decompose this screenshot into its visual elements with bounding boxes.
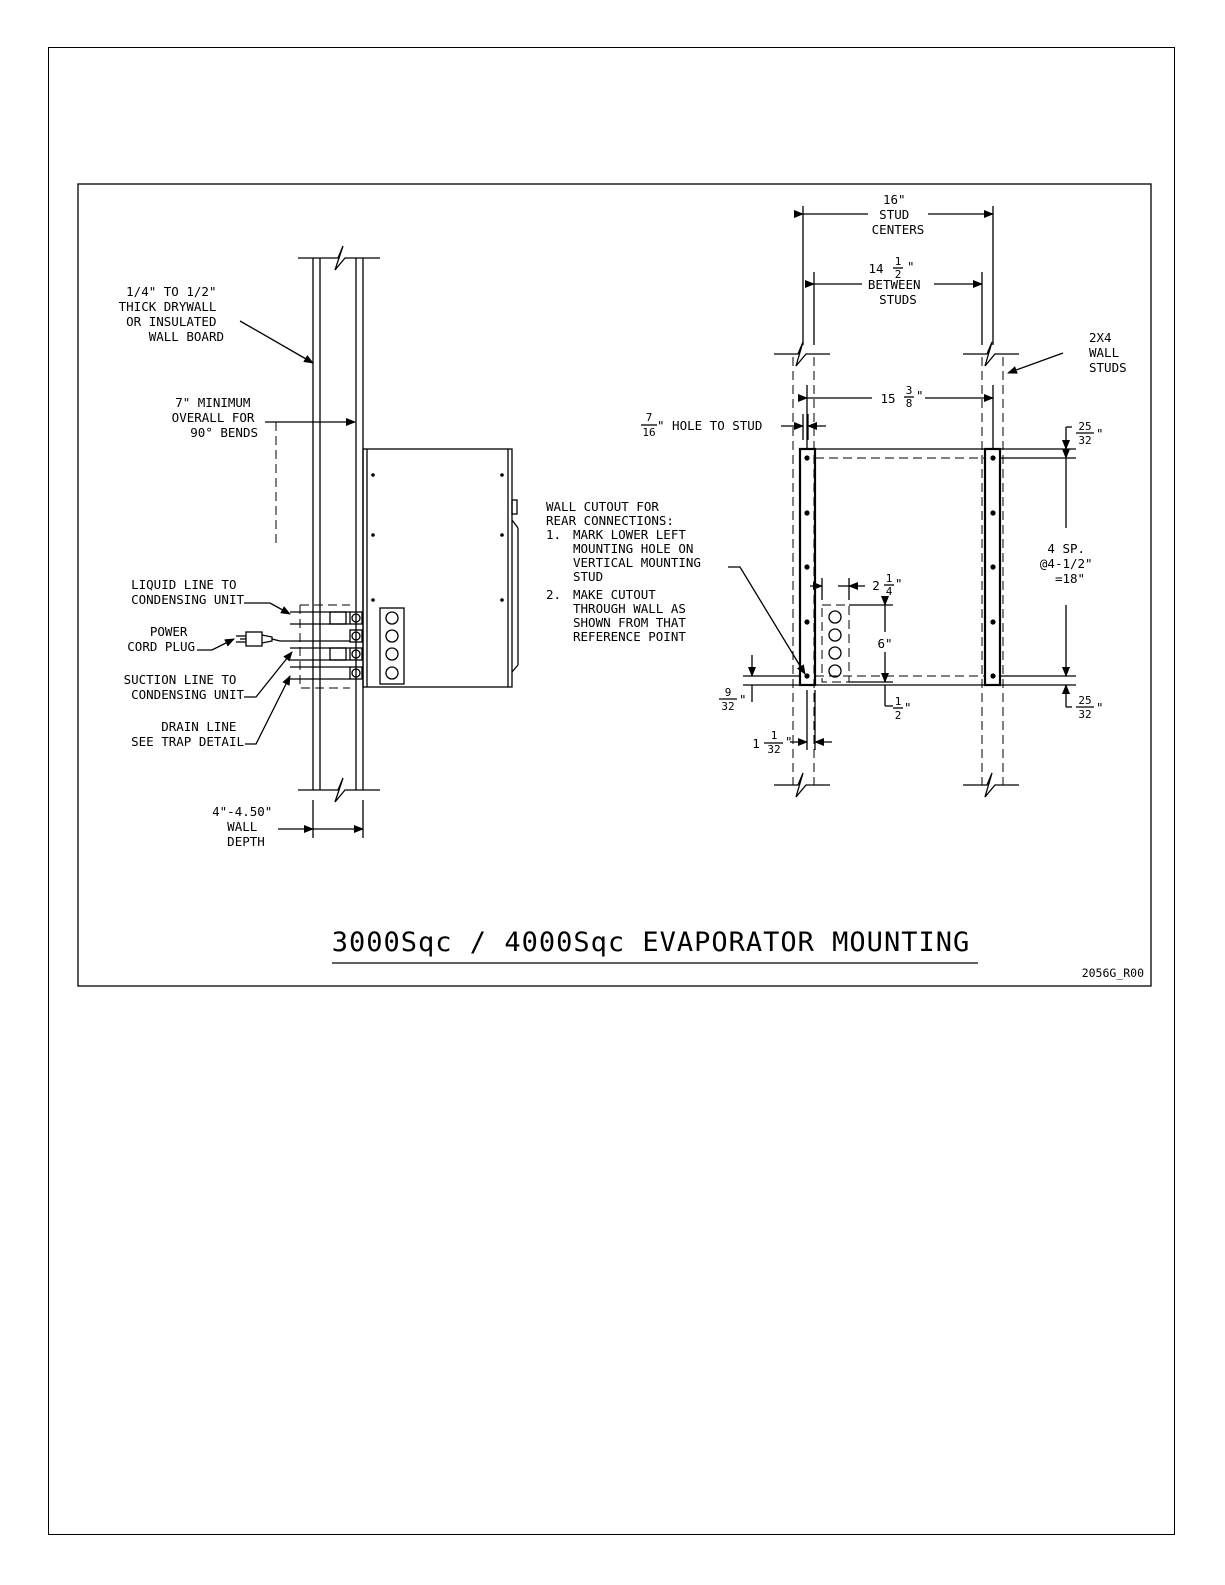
drywall-leader [239, 320, 314, 364]
minimum-bend-label: 7" MINIMUM OVERALL FOR 90° BENDS [172, 395, 262, 440]
stud-centers-label: 16" STUD CENTERS [872, 192, 925, 237]
svg-text:16: 16 [642, 426, 655, 439]
drain-line-leader [245, 675, 291, 745]
suction-line-leader [244, 651, 293, 698]
cutout-width-dimension: 2 1 4 " [872, 572, 902, 598]
svg-text:7: 7 [646, 411, 653, 424]
drawing-number: 2056G_R00 [1082, 966, 1144, 980]
wall-section [298, 245, 380, 803]
liquid-line-label: LIQUID LINE TO CONDENSING UNIT [131, 577, 244, 607]
cutout-notes: WALL CUTOUT FOR REAR CONNECTIONS: 1. MAR… [546, 499, 708, 644]
wall-studs [774, 341, 1019, 798]
drawing-frame [77, 183, 1152, 987]
svg-text:25: 25 [1078, 694, 1091, 707]
svg-text:2: 2 [895, 709, 902, 722]
stud-inset-dimension: 1 1 32 " [752, 729, 792, 756]
break-line-top [298, 245, 380, 271]
front-view: 16" STUD CENTERS 14 1 2 " BETWEEN STUDS … [546, 192, 1127, 798]
evaporator-unit-side [349, 448, 519, 688]
studs-leader [1007, 352, 1064, 374]
svg-text:1: 1 [895, 255, 902, 268]
between-studs-dimension: 14 1 2 " BETWEEN STUDS [868, 255, 928, 307]
svg-text:2: 2 [895, 268, 902, 281]
liquid-line-leader [244, 602, 291, 615]
svg-text:4: 4 [886, 585, 893, 598]
svg-text:9: 9 [725, 686, 732, 699]
svg-text:2: 2 [872, 578, 880, 593]
drain-line-label: DRAIN LINE SEE TRAP DETAIL [131, 719, 244, 749]
svg-text:32: 32 [1078, 708, 1091, 721]
svg-text:": " [1096, 426, 1104, 441]
page-border [48, 47, 1175, 1535]
svg-text:3: 3 [906, 384, 913, 397]
svg-text:32: 32 [721, 700, 734, 713]
svg-text:": " [1096, 700, 1104, 715]
svg-text:15: 15 [880, 391, 895, 406]
svg-text:1: 1 [771, 729, 778, 742]
svg-text:" HOLE TO STUD: " HOLE TO STUD [657, 418, 762, 433]
power-plug-icon [236, 631, 281, 647]
drywall-label: 1/4" TO 1/2" THICK DRYWALL OR INSULATED … [119, 284, 224, 344]
svg-text:14: 14 [868, 261, 883, 276]
svg-text:1: 1 [895, 695, 902, 708]
svg-text:": " [904, 700, 912, 715]
power-cord-label: POWER CORD PLUG [127, 624, 195, 654]
svg-text:32: 32 [767, 743, 780, 756]
svg-text:32: 32 [1078, 434, 1091, 447]
hole-spacing-label: 4 SP. @4-1/2" =18" [1040, 541, 1100, 586]
svg-text:": " [785, 734, 793, 749]
left-offset-dimension: 9 32 " [719, 686, 747, 713]
svg-text:1: 1 [886, 572, 893, 585]
svg-text:": " [907, 259, 915, 274]
svg-text:25: 25 [1078, 420, 1091, 433]
wall-studs-label: 2X4 WALL STUDS [1089, 330, 1127, 375]
suction-line-label: SUCTION LINE TO CONDENSING UNIT [124, 672, 245, 702]
side-view: 1/4" TO 1/2" THICK DRYWALL OR INSULATED … [119, 245, 519, 849]
wall-cutout [821, 604, 850, 683]
cutout-bottom-dimension: 1 2 " [893, 695, 912, 722]
line-set [236, 604, 350, 689]
svg-text:": " [916, 388, 924, 403]
drawing-title: 3000Sqc / 4000Sqc EVAPORATOR MOUNTING [332, 927, 970, 958]
power-cord-leader [197, 638, 235, 651]
svg-text:": " [895, 576, 903, 591]
cutout-notes-leader [728, 566, 806, 675]
mounting-holes [804, 455, 996, 679]
wall-depth-label: 4"-4.50" WALL DEPTH [212, 804, 280, 849]
top-offset-dimension: 25 32 " [1076, 420, 1104, 447]
svg-text:BETWEEN STUDS: BETWEEN STUDS [868, 277, 928, 307]
connection-block [379, 607, 405, 685]
svg-text:": " [739, 692, 747, 707]
bottom-offset-dimension: 25 32 " [1076, 694, 1104, 721]
svg-text:8: 8 [906, 397, 913, 410]
mounting-span-dimension: 15 3 8 " [880, 384, 923, 410]
cutout-height-label: 6" [877, 636, 892, 651]
hole-to-stud-dimension: 7 16 " HOLE TO STUD [641, 411, 762, 439]
svg-text:1: 1 [752, 736, 760, 751]
break-line-bottom [298, 777, 380, 803]
